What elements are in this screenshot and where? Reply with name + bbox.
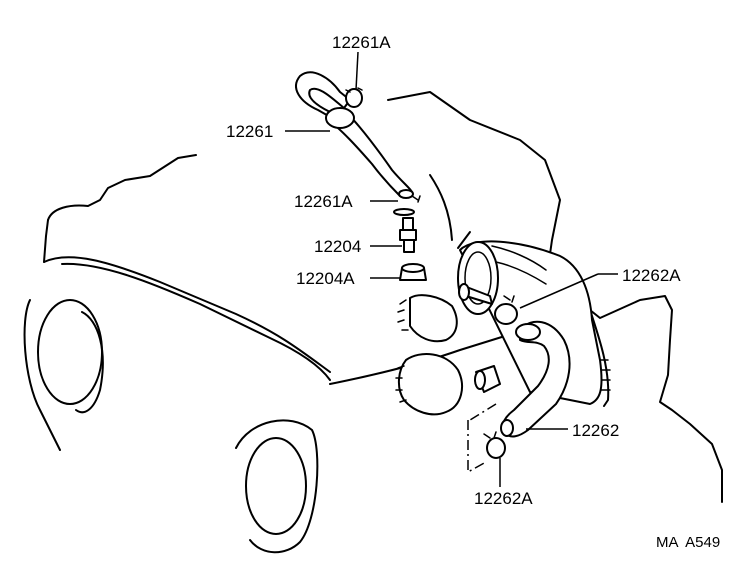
- label-hose-lower: 12262: [572, 421, 619, 440]
- label-clamp-bottom: 12262A: [474, 489, 533, 508]
- drawing-code: MA A549: [656, 534, 720, 551]
- assembly-guide-line: [467, 403, 497, 474]
- gasket: [399, 263, 427, 281]
- oil-filler-cap: [397, 294, 458, 343]
- clamp-bottom: [483, 431, 506, 459]
- front-fender-left: [23, 299, 104, 451]
- engine-outline: [43, 91, 723, 503]
- ventilation-hose-upper: [295, 71, 414, 199]
- clamp-right: [494, 295, 518, 325]
- clamp-top: [345, 87, 363, 108]
- front-fender-right: [235, 419, 319, 554]
- clamp-mid: [393, 195, 421, 216]
- leader-lines: [285, 51, 618, 487]
- label-gasket: 12204A: [296, 269, 355, 288]
- label-clamp-mid: 12261A: [294, 192, 353, 211]
- oil-filler-neck: [395, 353, 463, 416]
- union-fitting: [399, 217, 417, 253]
- label-union: 12204: [314, 237, 361, 256]
- oil-cap-small: [474, 365, 501, 393]
- label-clamp-right: 12262A: [622, 266, 681, 285]
- label-clamp-top: 12261A: [332, 33, 391, 52]
- ventilation-hose-lower: [500, 320, 571, 438]
- label-hose-upper: 12261: [226, 122, 273, 141]
